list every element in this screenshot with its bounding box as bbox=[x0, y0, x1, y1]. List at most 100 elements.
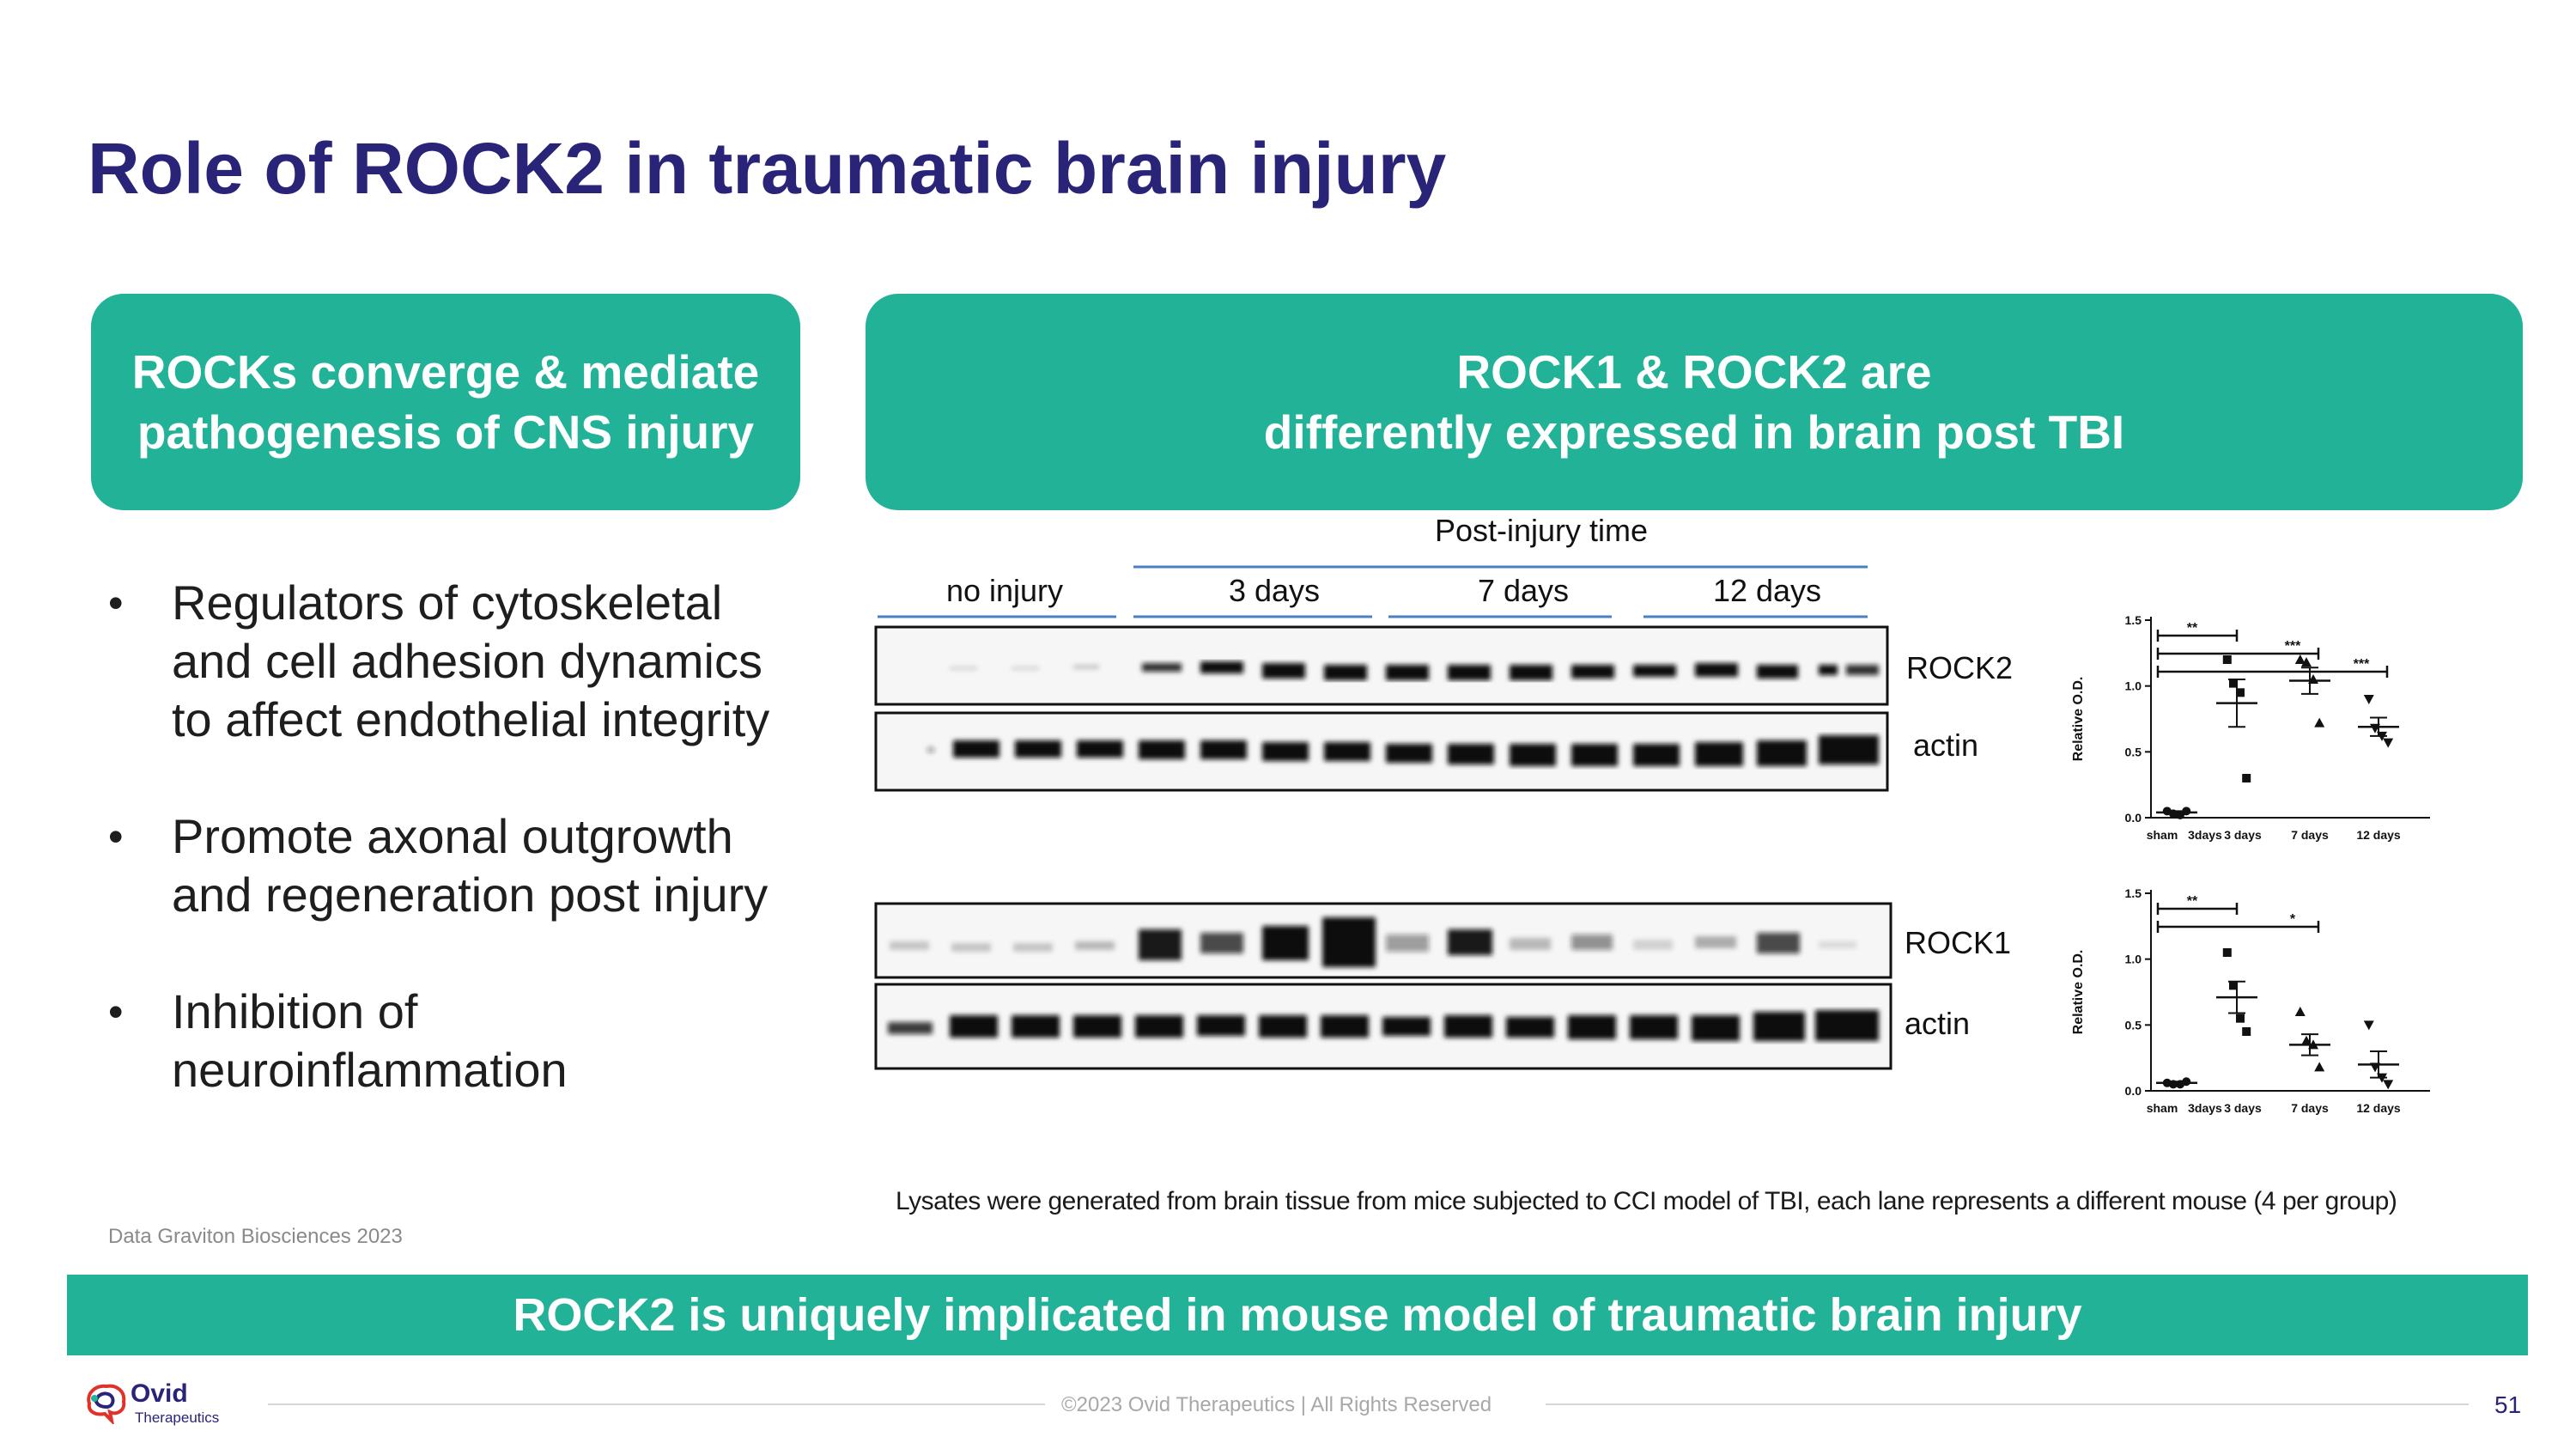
band-label-rock2: ROCK2 bbox=[1906, 650, 2013, 685]
data-point bbox=[2314, 717, 2325, 728]
band bbox=[1571, 935, 1613, 950]
bullet-line: and cell adhesion dynamics bbox=[172, 634, 762, 688]
y-tick-label: 1.5 bbox=[2125, 886, 2142, 900]
bullet-line: and regeneration post injury bbox=[172, 868, 769, 922]
significance-label: ** bbox=[2187, 621, 2198, 636]
band bbox=[1012, 667, 1039, 670]
band bbox=[1324, 665, 1367, 680]
band bbox=[1321, 1015, 1369, 1038]
bullet-item: • Promote axonal outgrowth and regenerat… bbox=[105, 807, 809, 924]
data-point bbox=[2383, 738, 2394, 748]
data-point bbox=[2236, 1014, 2245, 1023]
band bbox=[1200, 740, 1247, 759]
ovid-logo-icon bbox=[87, 1384, 126, 1424]
band bbox=[1448, 665, 1491, 680]
band bbox=[951, 943, 991, 952]
rock2-bands bbox=[950, 661, 1879, 680]
right-header-line2: differently expressed in brain post TBI bbox=[1263, 405, 2125, 459]
logo-subtitle: Therapeutics bbox=[135, 1409, 220, 1426]
band bbox=[950, 1015, 998, 1038]
left-header-box: ROCKs converge & mediate pathogenesis of… bbox=[91, 294, 800, 510]
band bbox=[1142, 663, 1182, 672]
band bbox=[1571, 665, 1614, 679]
band bbox=[1386, 744, 1432, 763]
rock1-bands bbox=[890, 917, 1856, 967]
lysate-note: Lysates were generated from brain tissue… bbox=[896, 1187, 2397, 1215]
band bbox=[1815, 1010, 1879, 1041]
copyright-text: ©2023 Ovid Therapeutics | All Rights Res… bbox=[1061, 1393, 1492, 1416]
page-number: 51 bbox=[2494, 1391, 2522, 1418]
band bbox=[1757, 933, 1800, 953]
band bbox=[1846, 665, 1879, 675]
band bbox=[1444, 1015, 1492, 1038]
x-tick-label: 3 days bbox=[2224, 1101, 2262, 1115]
left-header-line2: pathogenesis of CNS injury bbox=[137, 405, 755, 459]
y-tick-label: 1.5 bbox=[2125, 613, 2142, 627]
band bbox=[1695, 663, 1738, 677]
band bbox=[953, 740, 999, 758]
group-label: 12 days bbox=[1713, 573, 1821, 608]
significance-label: *** bbox=[2354, 657, 2370, 672]
logo-wordmark: Ovid bbox=[131, 1379, 188, 1408]
right-header-box: ROCK1 & ROCK2 are differently expressed … bbox=[866, 294, 2523, 510]
band bbox=[1324, 742, 1370, 761]
data-point bbox=[2294, 654, 2306, 664]
band bbox=[1630, 1015, 1678, 1039]
band bbox=[1012, 1015, 1060, 1038]
band bbox=[1757, 740, 1807, 766]
band bbox=[1139, 740, 1185, 759]
band bbox=[1568, 1015, 1616, 1039]
band bbox=[1753, 1012, 1805, 1041]
band bbox=[1262, 926, 1309, 960]
data-point bbox=[2229, 981, 2238, 990]
bullet-line: to affect endothelial integrity bbox=[172, 692, 770, 746]
y-tick-label: 0.0 bbox=[2125, 1084, 2142, 1098]
bullet-dot: • bbox=[108, 813, 124, 861]
actin-bands-2 bbox=[888, 1010, 1879, 1041]
bullet-list: • Regulators of cytoskeletal and cell ad… bbox=[105, 574, 809, 1158]
data-point bbox=[2242, 1027, 2251, 1036]
data-point bbox=[2363, 695, 2374, 704]
bullet-dot: • bbox=[108, 579, 124, 627]
band bbox=[1633, 940, 1673, 950]
data-credit: Data Graviton Biosciences 2023 bbox=[108, 1225, 403, 1248]
x-tick-label: 3days bbox=[2188, 1101, 2222, 1115]
band bbox=[1075, 941, 1115, 950]
bullet-item: • Inhibition of neuroinflammation bbox=[105, 983, 809, 1099]
band bbox=[1819, 941, 1856, 948]
significance-label: *** bbox=[2285, 639, 2301, 654]
band bbox=[1510, 938, 1551, 950]
band bbox=[1757, 665, 1798, 679]
data-point bbox=[2294, 1007, 2306, 1016]
band bbox=[890, 941, 929, 950]
x-tick-label: 7 days bbox=[2291, 1101, 2329, 1115]
band bbox=[1262, 742, 1309, 761]
band bbox=[1386, 665, 1429, 680]
bullet-item: • Regulators of cytoskeletal and cell ad… bbox=[105, 574, 809, 749]
band bbox=[888, 1022, 933, 1034]
y-tick-label: 0.5 bbox=[2125, 745, 2142, 758]
data-point bbox=[2229, 679, 2238, 688]
bullet-line: Promote axonal outgrowth bbox=[172, 809, 733, 863]
y-axis-label: Relative O.D. bbox=[2071, 677, 2086, 762]
x-tick-label: 7 days bbox=[2291, 828, 2329, 842]
post-injury-label: Post-injury time bbox=[1435, 513, 1648, 548]
band bbox=[1819, 665, 1838, 675]
band bbox=[1382, 1017, 1431, 1036]
significance-label: ** bbox=[2187, 894, 2198, 909]
group-label: 3 days bbox=[1229, 573, 1320, 608]
footer-divider-left bbox=[268, 1403, 1045, 1405]
band bbox=[1695, 742, 1743, 766]
band bbox=[950, 667, 977, 670]
band bbox=[1695, 936, 1736, 948]
bullet-line: neuroinflammation bbox=[172, 1043, 568, 1097]
data-point bbox=[2222, 655, 2232, 664]
band bbox=[1510, 665, 1552, 680]
band bbox=[1200, 661, 1243, 673]
x-tick-label: 3days bbox=[2188, 828, 2222, 842]
actin-bands-1 bbox=[927, 735, 1879, 766]
x-tick-label: 12 days bbox=[2356, 828, 2401, 842]
band bbox=[1073, 1015, 1121, 1038]
